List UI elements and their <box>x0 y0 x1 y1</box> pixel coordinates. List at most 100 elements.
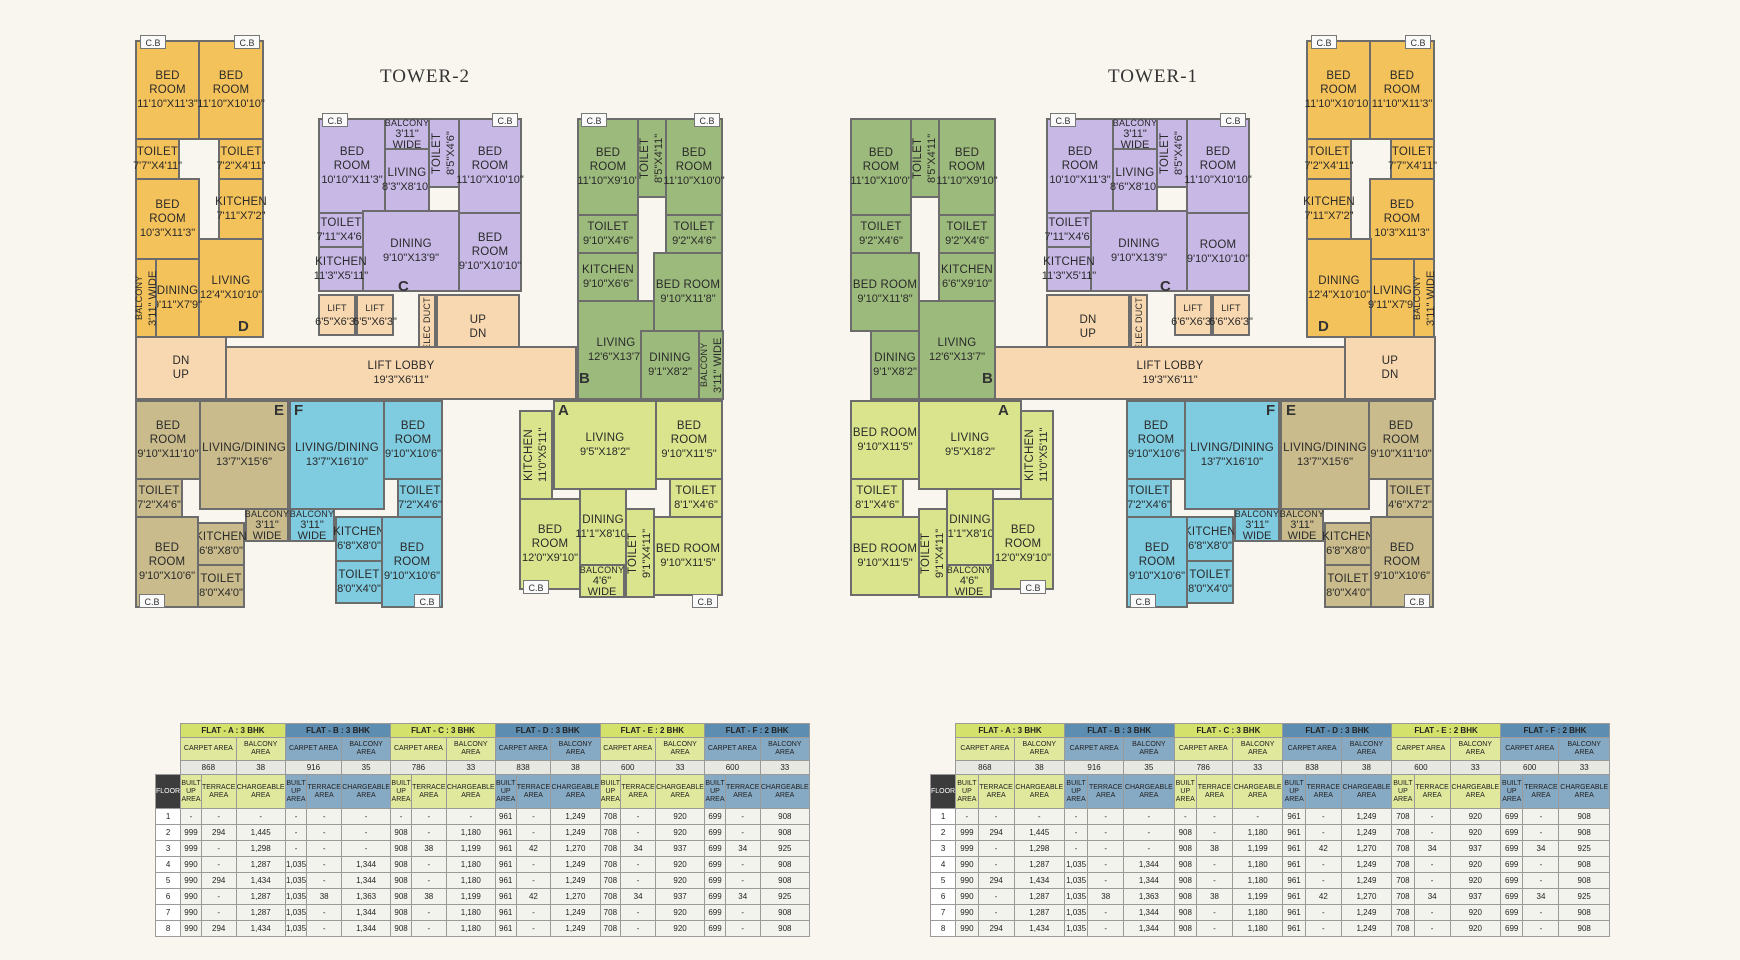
table-cell: - <box>1063 808 1089 825</box>
table-cell: 708 <box>599 856 622 873</box>
table-cell: 908 <box>1173 888 1198 905</box>
column-header: TERRACE AREA <box>1304 774 1342 809</box>
table-cell: 1,180 <box>1231 824 1284 841</box>
tower-2-title: TOWER-2 <box>380 66 471 87</box>
carpet-area-header: CARPET AREA <box>1282 737 1342 761</box>
tower-1-title: TOWER-1 <box>1108 66 1199 87</box>
flat-e-letter: E <box>274 402 285 419</box>
table-cell: 920 <box>654 808 706 825</box>
table-cell: 920 <box>1449 872 1501 889</box>
flat-d-letter: D <box>238 318 249 335</box>
table-cell: 908 <box>1558 872 1610 889</box>
carpet-area-value: 786 <box>390 760 447 775</box>
floor-number: 4 <box>154 856 182 873</box>
table-cell: - <box>1196 904 1233 921</box>
table-cell: 908 <box>390 872 412 889</box>
table-cell: - <box>200 840 237 857</box>
column-header: BUILT UP AREA <box>955 774 979 809</box>
table-cell: 908 <box>1173 904 1198 921</box>
table-cell: 708 <box>1391 888 1415 905</box>
table-cell: 1,249 <box>550 920 601 937</box>
table-cell: 1,287 <box>235 888 286 905</box>
flat-c-letter: C <box>1160 278 1171 295</box>
floor-number: 6 <box>154 888 182 905</box>
carpet-area-header: CARPET AREA <box>494 737 552 761</box>
table-cell: - <box>1522 904 1560 921</box>
table-cell: - <box>1413 824 1451 841</box>
table-cell: - <box>410 856 447 873</box>
table-cell: 699 <box>704 872 726 889</box>
table-cell: 961 <box>494 840 517 857</box>
table-cell: - <box>1231 808 1284 825</box>
column-header: CHARGEABLE AREA <box>341 774 392 809</box>
table-cell: 961 <box>1282 888 1306 905</box>
carpet-area-header: CARPET AREA <box>1391 737 1451 761</box>
floor-header: FLOOR <box>929 774 957 809</box>
table-cell: 38 <box>410 888 447 905</box>
table-cell: 908 <box>1558 808 1610 825</box>
table-cell: 42 <box>1304 888 1342 905</box>
table-cell: 908 <box>759 856 811 873</box>
table-cell: 1,180 <box>445 920 496 937</box>
table-cell: 1,035 <box>284 872 308 889</box>
balcony-area-header: BALCONY AREA <box>1123 737 1175 761</box>
table-cell: 1,445 <box>235 824 286 841</box>
column-header: CHARGEABLE AREA <box>759 774 811 809</box>
table-cell: - <box>1123 824 1175 841</box>
column-header: TERRACE AREA <box>200 774 237 809</box>
table-cell: 961 <box>494 920 517 937</box>
table-cell: 699 <box>1499 808 1524 825</box>
table-cell: - <box>977 856 1015 873</box>
table-cell: - <box>445 808 496 825</box>
carpet-area-header: CARPET AREA <box>955 737 1015 761</box>
table-cell: - <box>620 824 656 841</box>
table-cell: - <box>306 824 343 841</box>
table-cell: - <box>306 904 343 921</box>
table-cell: 1,344 <box>1123 920 1175 937</box>
table-cell: 990 <box>955 856 979 873</box>
table-cell: 925 <box>759 888 811 905</box>
table-cell: 294 <box>200 824 237 841</box>
table-cell: 294 <box>977 920 1015 937</box>
table-cell: - <box>1522 824 1560 841</box>
table-cell: - <box>1087 872 1125 889</box>
table-cell: 1,249 <box>550 872 601 889</box>
table-cell: 990 <box>180 856 202 873</box>
table-cell: 1,199 <box>1231 888 1284 905</box>
table-cell: 920 <box>654 856 706 873</box>
table-cell: - <box>955 808 979 825</box>
cb-label: C.B <box>523 580 549 594</box>
flat-header-cell: FLAT - C : 3 BHK <box>390 723 496 738</box>
balcony-area-header: BALCONY AREA <box>1231 737 1284 761</box>
cb-label: C.B <box>139 594 165 608</box>
table-cell: 1,249 <box>550 808 601 825</box>
carpet-area-header: CARPET AREA <box>1063 737 1125 761</box>
cb-label: C.B <box>322 113 348 127</box>
floor-number: 5 <box>154 872 182 889</box>
column-header: TERRACE AREA <box>1196 774 1233 809</box>
